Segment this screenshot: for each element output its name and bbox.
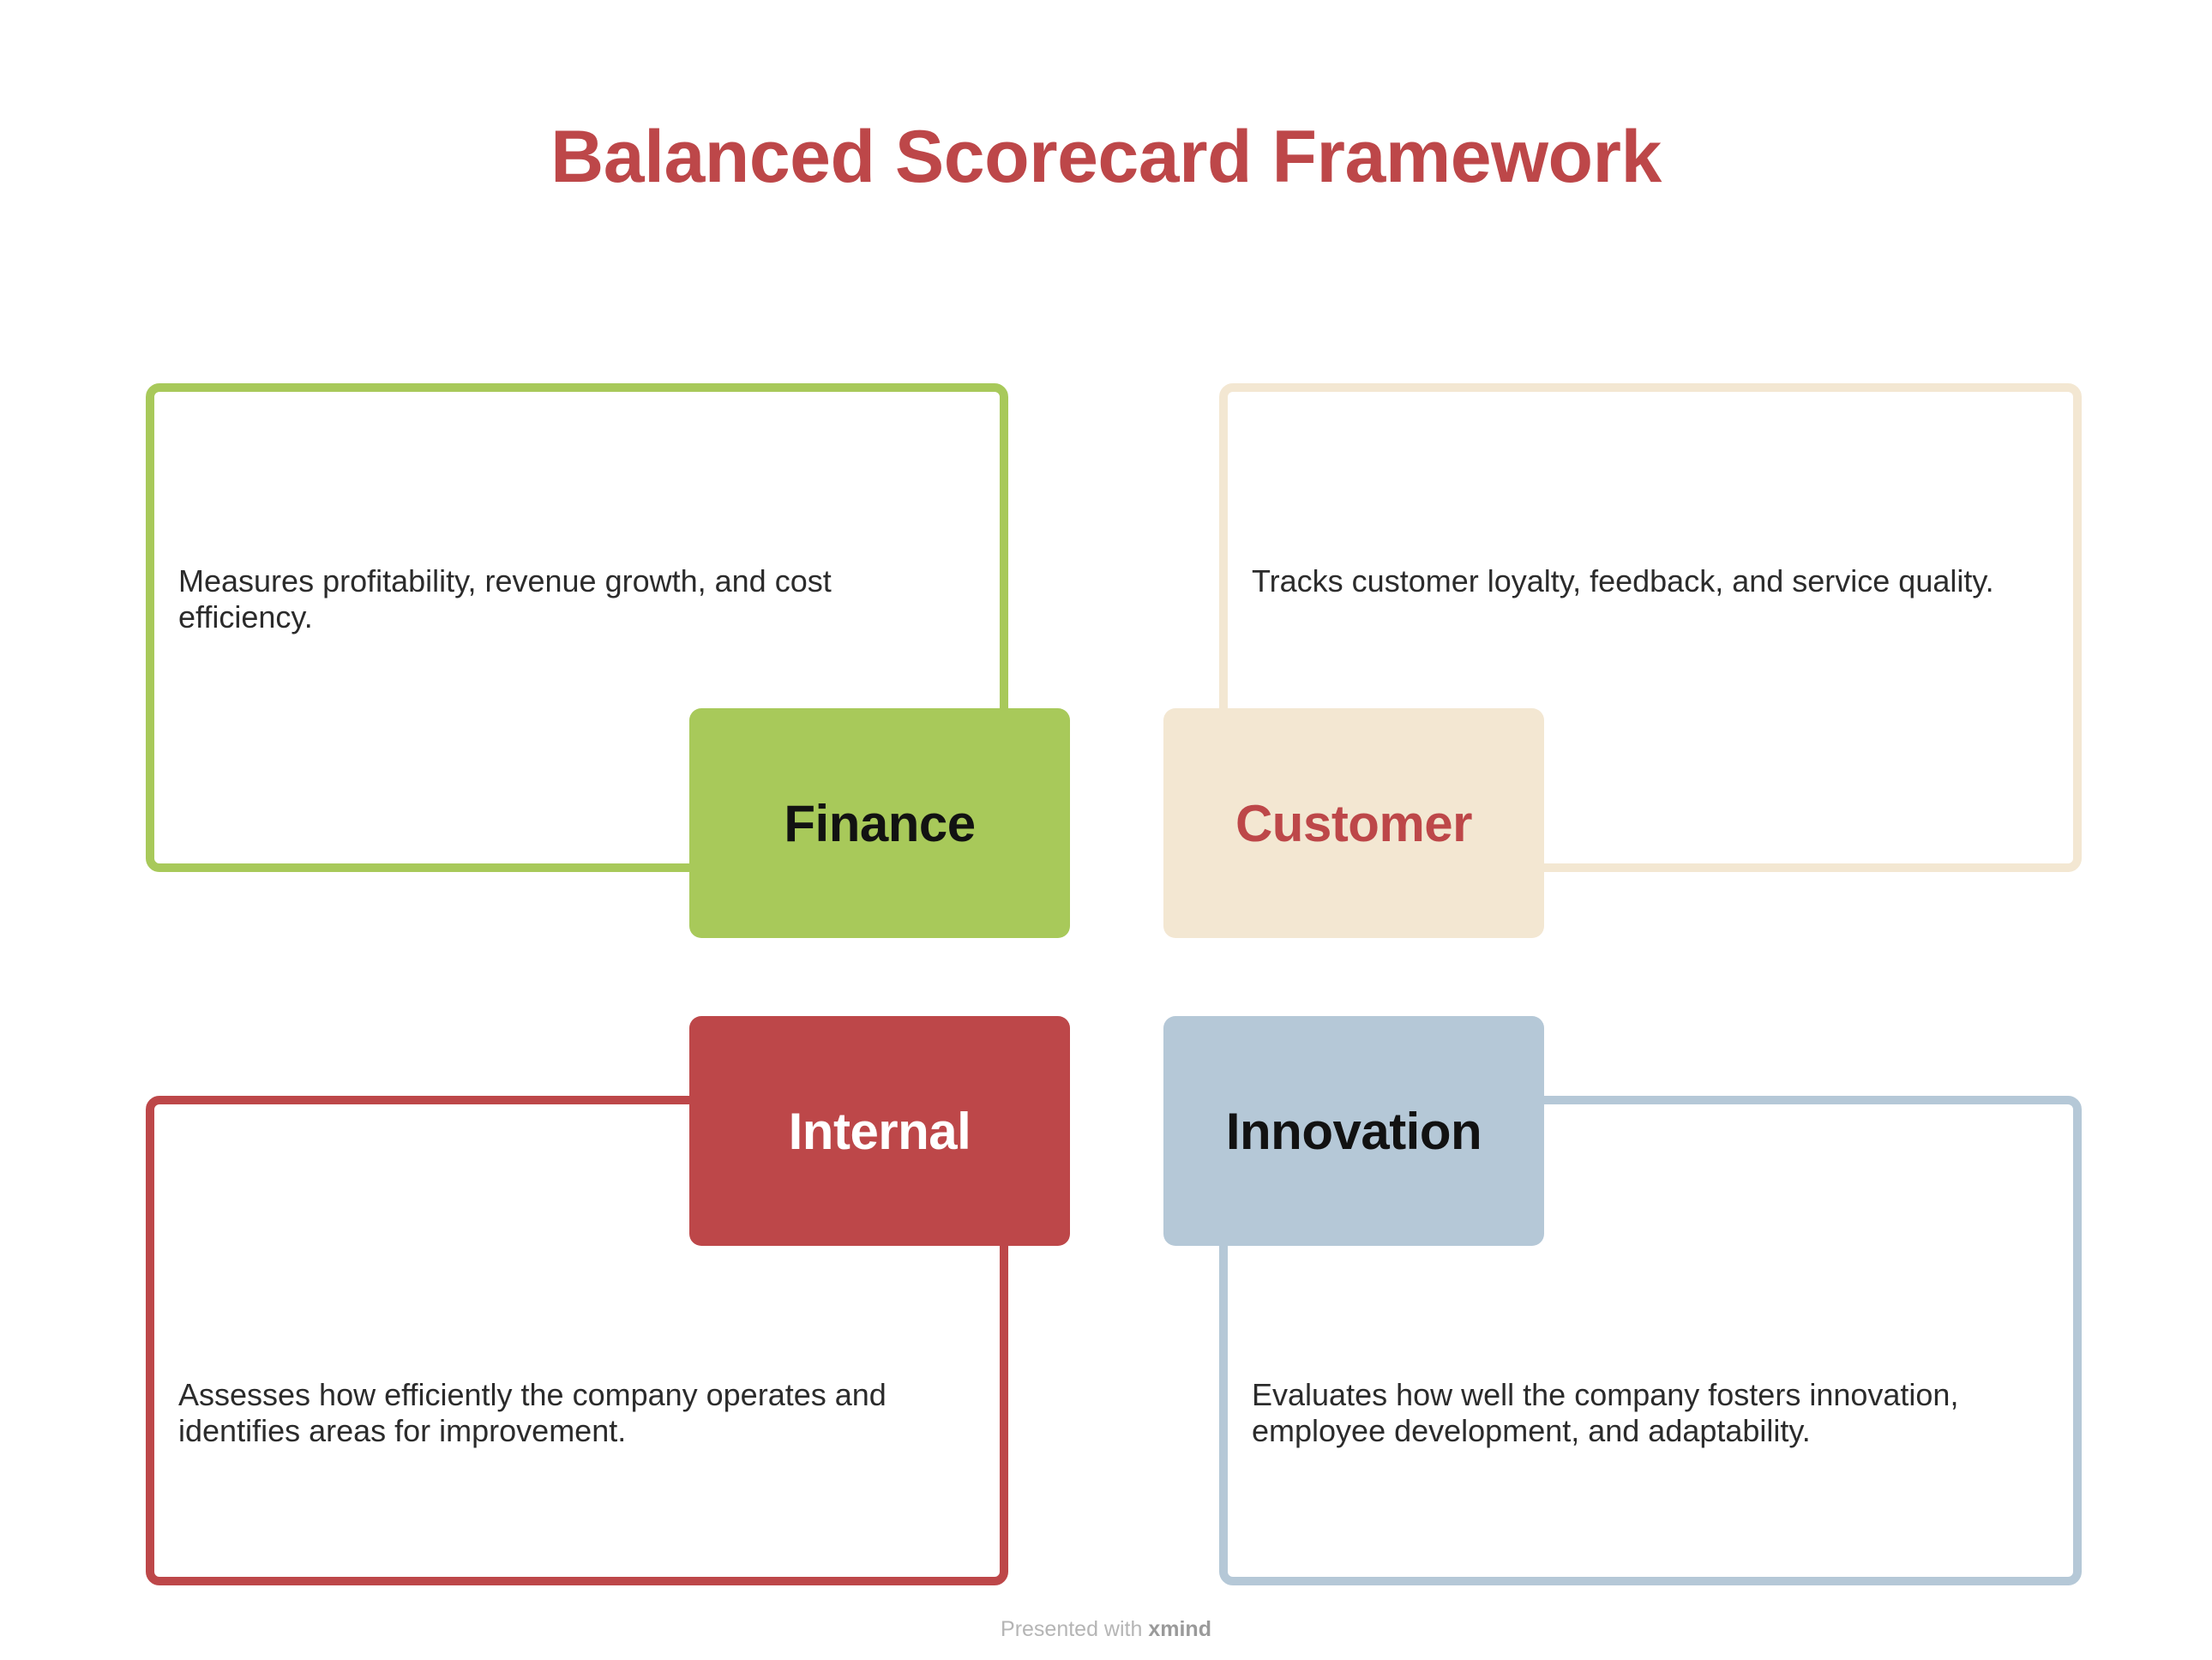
finance-description: Measures profitability, revenue growth, … xyxy=(178,563,832,635)
internal-label[interactable]: Internal xyxy=(689,1016,1070,1246)
footer-prefix: Presented with xyxy=(1001,1617,1143,1641)
internal-card[interactable]: Assesses how efficiently the company ope… xyxy=(146,1096,1008,1585)
xmind-logo-text: xmind xyxy=(1148,1617,1211,1641)
customer-description: Tracks customer loyalty, feedback, and s… xyxy=(1252,563,1994,598)
customer-label[interactable]: Customer xyxy=(1163,708,1544,938)
footer-credit: Presented with xmind xyxy=(0,1617,2212,1642)
innovation-label[interactable]: Innovation xyxy=(1163,1016,1544,1246)
diagram-title: Balanced Scorecard Framework xyxy=(550,116,1662,198)
innovation-description: Evaluates how well the company fosters i… xyxy=(1252,1377,1959,1448)
internal-description: Assesses how efficiently the company ope… xyxy=(178,1377,887,1448)
finance-label[interactable]: Finance xyxy=(689,708,1070,938)
finance-card[interactable]: Measures profitability, revenue growth, … xyxy=(146,383,1008,872)
